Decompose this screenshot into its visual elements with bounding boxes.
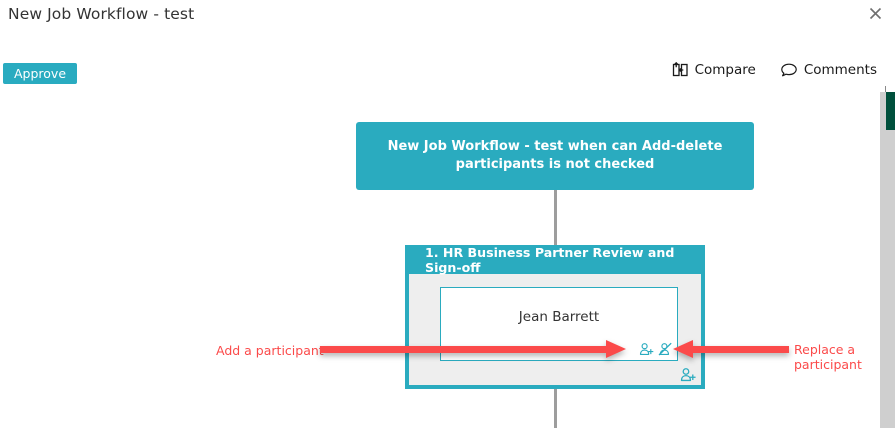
annotation-label-replace-participant: Replace a participant [794,342,862,372]
annotation-label-add-participant: Add a participant [216,343,324,358]
approve-button[interactable]: Approve [3,63,78,84]
step-add-participant-icon[interactable] [680,367,696,383]
toolbar-actions: Compare Comments [672,61,877,78]
replace-participant-icon[interactable] [658,342,673,357]
add-participant-icon[interactable] [639,342,654,357]
step-header-label: 1. HR Business Partner Review and Sign-o… [405,245,705,275]
compare-button[interactable]: Compare [672,61,756,78]
vertical-scrollbar[interactable] [880,92,895,428]
step-body: Jean Barrett [409,274,701,385]
comments-button[interactable]: Comments [780,62,877,78]
workflow-canvas[interactable]: New Job Workflow - test when can Add-del… [0,92,880,428]
workflow-title-node-label: New Job Workflow - test when can Add-del… [387,139,723,172]
connector-line-top [554,190,557,245]
workflow-title-node[interactable]: New Job Workflow - test when can Add-del… [356,122,754,190]
scrollbar-thumb[interactable] [886,92,895,130]
workflow-step-node[interactable]: 1. HR Business Partner Review and Sign-o… [405,245,705,389]
annotation-arrow-add-participant [320,340,626,358]
compare-label: Compare [694,62,756,78]
compare-icon [672,61,689,78]
connector-line-bottom [554,389,557,428]
close-icon[interactable] [865,5,885,25]
annotation-arrow-replace-participant [673,340,789,358]
participant-name: Jean Barrett [518,309,600,325]
page-title: New Job Workflow - test [8,5,195,23]
comments-label: Comments [803,62,877,78]
participant-card-actions [639,342,673,357]
comment-bubble-icon [780,62,798,78]
